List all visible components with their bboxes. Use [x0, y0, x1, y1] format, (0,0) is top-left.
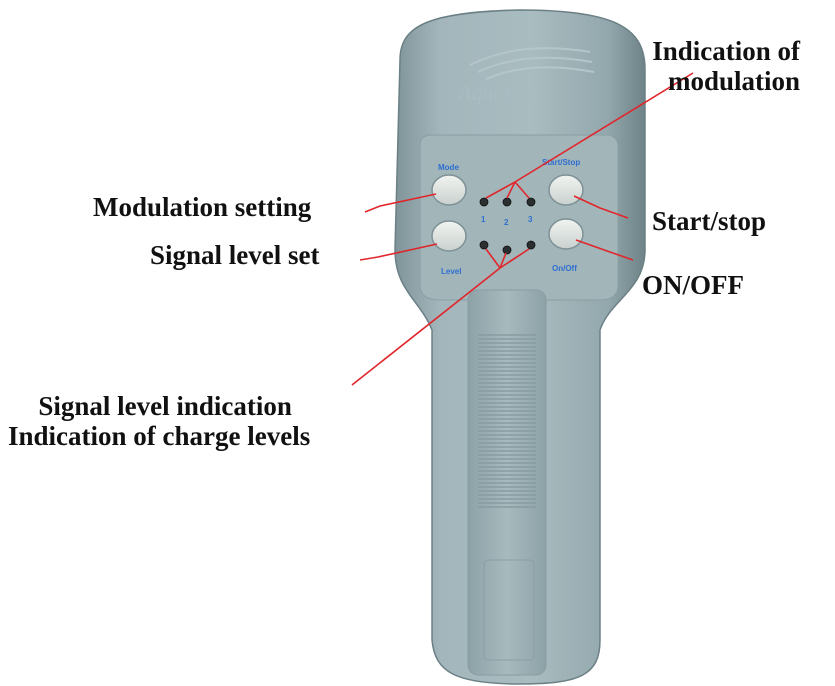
led-number-3: 3 [528, 215, 533, 224]
led-mod-2 [503, 198, 511, 206]
led-lvl-3 [527, 241, 535, 249]
led-lvl-1 [480, 241, 488, 249]
label-indication-of-modulation-line2: modulation [650, 67, 800, 97]
brand-logo: Aquatone [456, 80, 543, 105]
led-number-1: 1 [481, 215, 486, 224]
label-indication-of-modulation-line1: Indication of [650, 37, 800, 67]
label-indication-of-modulation: Indication of modulation [650, 37, 800, 96]
led-mod-3 [527, 198, 535, 206]
mode-caption: Mode [438, 163, 459, 172]
label-on-off: ON/OFF [642, 271, 744, 301]
mode-button[interactable] [432, 175, 466, 205]
label-charge-levels-line2: Indication of charge levels [8, 422, 310, 452]
level-button[interactable] [432, 221, 466, 251]
start-stop-button[interactable] [549, 175, 583, 205]
level-caption: Level [441, 267, 461, 276]
on-off-button[interactable] [549, 219, 583, 249]
led-lvl-2 [503, 246, 511, 254]
label-signal-level-indication-line1: Signal level indication [20, 392, 310, 422]
label-signal-level-indication: Signal level indication Indication of ch… [20, 392, 310, 451]
led-number-2: 2 [504, 218, 509, 227]
on-off-caption: On/Off [552, 264, 577, 273]
led-mod-1 [480, 198, 488, 206]
label-start-stop: Start/stop [652, 207, 766, 237]
label-modulation-setting: Modulation setting [93, 193, 311, 223]
label-signal-level-set: Signal level set [150, 241, 320, 271]
